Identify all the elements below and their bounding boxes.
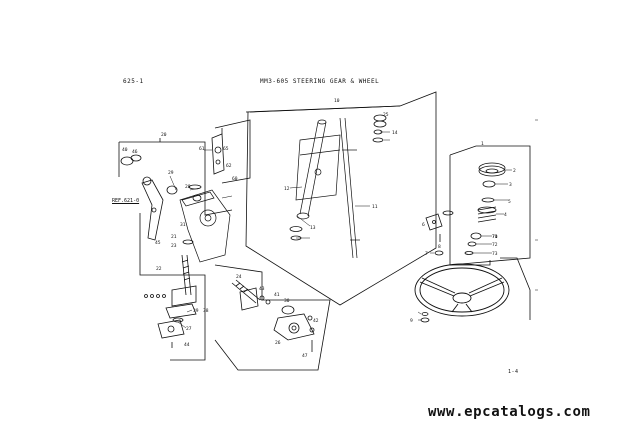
callout-11: 11 (372, 204, 378, 210)
callout-13: 13 (310, 225, 316, 231)
steering-wheel (414, 263, 510, 317)
group-box-24 (214, 264, 331, 371)
callout-47: 47 (302, 353, 308, 359)
reference-label: REF.621-0 (112, 198, 140, 204)
steering-column (295, 119, 341, 220)
intermediate-shaft (231, 279, 261, 311)
group-box-1 (449, 145, 531, 266)
gear-housing (179, 189, 231, 263)
page-id: 625-1 (123, 78, 144, 85)
callout-labels: 1 2 3 4 5 6 7 8 9 10 11 12 13 14 20 21 2… (122, 98, 516, 359)
callout-22: 22 (156, 266, 162, 272)
pitman-arm (141, 176, 164, 241)
callout-60: 60 (232, 176, 238, 182)
callout-2: 2 (513, 168, 516, 174)
callout-20: 20 (161, 132, 167, 138)
callout-1: 1 (481, 141, 484, 147)
callout-45: 45 (155, 240, 161, 246)
callout-25: 25 (383, 112, 389, 118)
steering-shaft (339, 117, 360, 259)
callout-61: 61 (199, 146, 205, 152)
lower-flange (273, 305, 315, 341)
callout-62: 62 (226, 163, 232, 169)
horn-pad (478, 162, 506, 177)
callout-41: 41 (274, 292, 280, 298)
callout-7: 7 (425, 251, 428, 257)
callout-29: 29 (168, 170, 174, 176)
gear-top-valve (211, 128, 225, 175)
callout-10: 10 (334, 98, 340, 104)
column-bearing-top (372, 114, 387, 143)
callout-8: 8 (438, 244, 441, 250)
callout-31: 31 (180, 222, 186, 228)
callout-5: 5 (508, 199, 511, 205)
callout-21: 21 (171, 234, 177, 240)
callout-39: 39 (193, 308, 199, 314)
callout-27: 27 (186, 326, 192, 332)
callout-30: 30 (284, 298, 290, 304)
group-box-60 (214, 119, 251, 184)
callout-14: 14 (392, 130, 398, 136)
callout-73: 73 (492, 251, 498, 257)
callout-6: 6 (422, 222, 425, 228)
callout-65: 65 (223, 146, 229, 152)
page-title: MM3-605 STEERING GEAR & WHEEL (260, 78, 380, 85)
watermark-url[interactable]: www.epcatalogs.com (428, 404, 591, 420)
callout-12: 12 (284, 186, 290, 192)
callout-9: 9 (410, 318, 413, 324)
callout-43: 43 (259, 286, 265, 292)
callout-46: 46 (132, 149, 138, 155)
callout-40: 40 (122, 147, 128, 153)
callout-38: 38 (203, 308, 209, 314)
page-footer: 1-4 (508, 369, 519, 375)
callout-44: 44 (184, 342, 190, 348)
callout-24: 24 (236, 274, 242, 280)
group-box-20 (119, 141, 233, 216)
worm-shaft (171, 254, 197, 307)
callout-3: 3 (509, 182, 512, 188)
callout-23: 23 (171, 243, 177, 249)
wheel-spring (477, 206, 497, 223)
callout-26: 26 (275, 340, 281, 346)
callout-72: 72 (492, 242, 498, 248)
callout-42: 42 (313, 318, 319, 324)
callout-70: 70 (492, 234, 498, 240)
callout-71: 71 (492, 234, 498, 240)
callout-4: 4 (504, 212, 507, 218)
callout-28: 28 (185, 184, 191, 190)
